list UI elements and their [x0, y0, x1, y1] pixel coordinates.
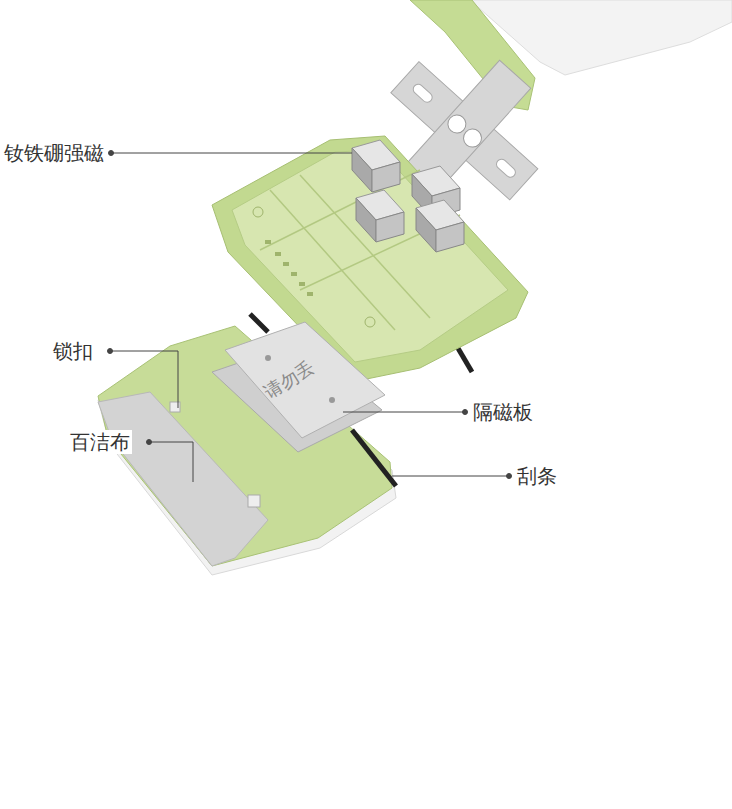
cross-bracket	[355, 21, 574, 240]
magnets	[352, 140, 464, 252]
part-label: 钕铁硼强磁	[2, 141, 106, 165]
part-label: 百洁布	[68, 430, 132, 454]
scouring-pad	[98, 392, 268, 566]
part-label: 隔磁板	[471, 400, 535, 424]
shield-plate	[225, 322, 385, 438]
part-label: 锁扣	[51, 339, 95, 363]
leader-lines	[108, 151, 512, 483]
part-label: 刮条	[515, 464, 559, 488]
